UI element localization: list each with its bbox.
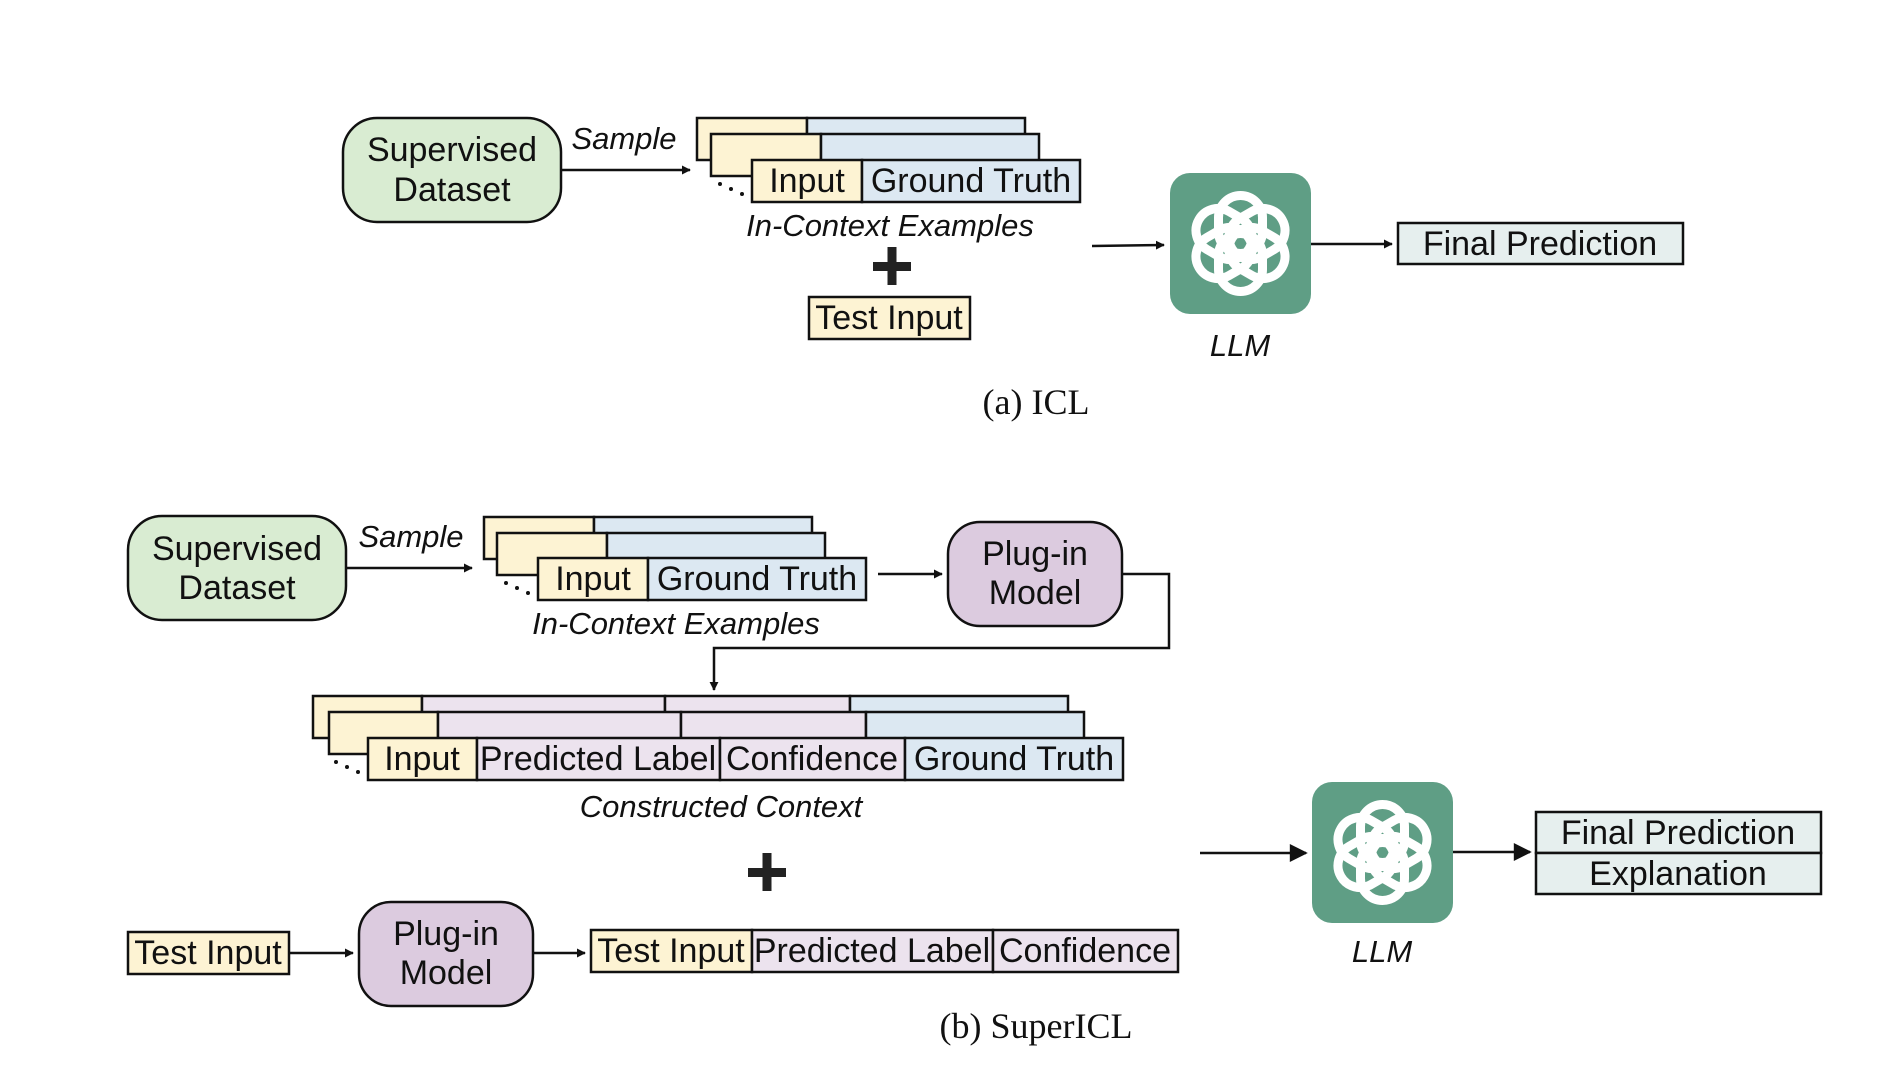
supericl-dataset-line2: Dataset [178, 569, 296, 607]
plugin-to-context-arrow [709, 572, 1171, 691]
icl-supervised-dataset: Supervised Dataset [341, 116, 563, 224]
plugin-line1: Plug-in [982, 535, 1088, 573]
icl-ellipsis-dots [718, 182, 744, 196]
supericl-examples-label: In-Context Examples [532, 606, 820, 641]
context-predicted-label-cell: Predicted Label [480, 740, 716, 778]
supericl-llm-label: LLM [1352, 934, 1412, 969]
icl-examples-label: In-Context Examples [746, 208, 1034, 243]
icl-sample-label: Sample [571, 121, 676, 156]
icl-plus-sign [873, 247, 911, 285]
supericl-test-input-label: Test Input [134, 934, 282, 972]
supericl-dataset-line1: Supervised [152, 530, 322, 568]
supericl-final-prediction: Final Prediction [1561, 814, 1795, 852]
supericl-panel: Supervised Dataset Sample Input Ground T… [126, 514, 1823, 1046]
supericl-plugin-model: Plug-in Model [946, 520, 1124, 628]
icl-llm: LLM [1170, 173, 1311, 363]
supericl-test-row: Test Input Predicted Label Confidence [589, 928, 1180, 974]
supericl-plugin-model-2: Plug-in Model [357, 900, 535, 1008]
supericl-supervised-dataset: Supervised Dataset [126, 514, 348, 622]
supericl-constructed-context: Input Predicted Label Confidence Ground … [311, 694, 1125, 782]
icl-llm-label: LLM [1210, 328, 1270, 363]
icl-caption: (a) ICL [983, 382, 1090, 422]
supericl-plus-sign [748, 853, 786, 891]
supericl-output: Final Prediction Explanation [1534, 810, 1823, 896]
row-confidence-cell: Confidence [999, 932, 1171, 970]
context-ellipsis-dots [334, 760, 360, 774]
plugin2-line1: Plug-in [393, 915, 499, 953]
plugin2-line2: Model [400, 954, 493, 992]
icl-ground-truth-cell: Ground Truth [871, 162, 1071, 200]
icl-dataset-line2: Dataset [393, 171, 511, 209]
supericl-examples-ellipsis-dots [504, 581, 530, 595]
icl-input-cell: Input [769, 162, 845, 200]
icl-final-prediction-label: Final Prediction [1423, 225, 1657, 263]
constructed-context-label: Constructed Context [580, 789, 864, 824]
supericl-ground-truth-cell: Ground Truth [657, 560, 857, 598]
supericl-sample-label: Sample [358, 519, 463, 554]
plugin-line2: Model [989, 574, 1082, 612]
icl-test-input-label: Test Input [815, 299, 963, 337]
supericl-explanation: Explanation [1589, 855, 1767, 893]
icl-final-prediction: Final Prediction [1396, 221, 1685, 266]
icl-in-context-examples: Input Ground Truth [695, 116, 1082, 204]
context-input-cell: Input [384, 740, 460, 778]
supericl-caption: (b) SuperICL [940, 1006, 1133, 1046]
supericl-input-cell: Input [555, 560, 631, 598]
supericl-in-context-examples: Input Ground Truth [482, 515, 868, 602]
context-confidence-cell: Confidence [726, 740, 898, 778]
context-ground-truth-cell: Ground Truth [914, 740, 1114, 778]
supericl-llm: LLM [1312, 782, 1453, 969]
supericl-test-input: Test Input [126, 930, 291, 976]
icl-panel: Supervised Dataset Sample Input Ground T… [341, 116, 1685, 422]
icl-to-llm-arrow [1091, 240, 1165, 250]
icl-test-input: Test Input [807, 295, 972, 341]
icl-dataset-line1: Supervised [367, 131, 537, 169]
row-test-input-cell: Test Input [597, 932, 745, 970]
row-predicted-label-cell: Predicted Label [754, 932, 990, 970]
